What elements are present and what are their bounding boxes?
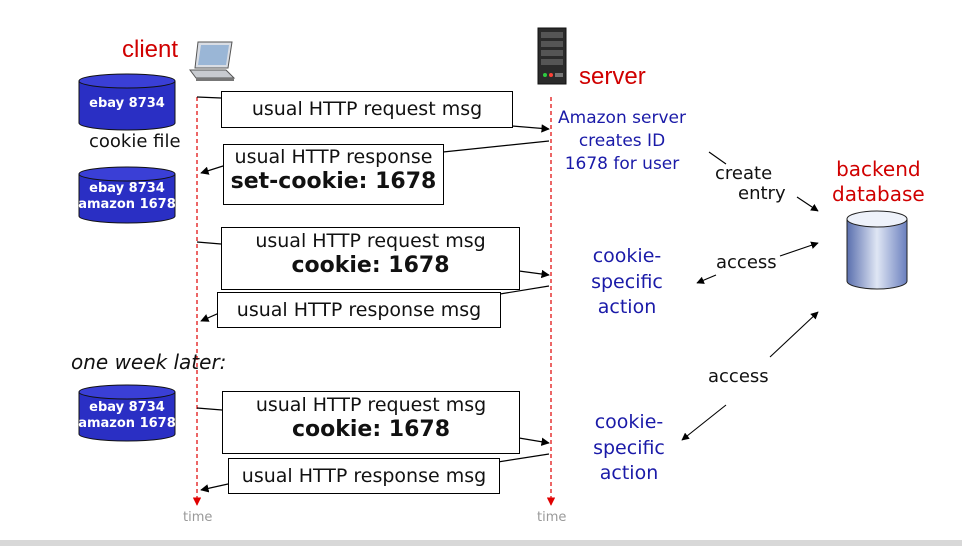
create-id-line-1: Amazon server [558,108,686,128]
cookie-action-1-note: cookie- specific action [577,244,677,321]
access1-arrow-right [779,241,819,257]
entry-label: entry [738,183,786,204]
server-time-label: time [537,510,567,525]
server-label: server [579,63,646,90]
cookie-action-2-line-3: action [599,462,659,485]
create-id-line-3: 1678 for user [564,153,680,174]
computer-icon [189,41,236,81]
cookie-file-label: cookie file [89,131,181,152]
backend-label: backend [836,157,921,181]
cookie-db-2-text: ebay 8734 amazon 1678 [78,181,176,214]
cookie-action-2-line-2: specific [593,436,665,459]
create-id-line-2: creates ID [578,130,666,151]
bottom-border [0,540,962,546]
access-label-2: access [708,366,769,387]
cookie-db-2-line-1: ebay 8734 [89,181,165,196]
access1-arrow-left [696,274,717,284]
request-msg-2-text: usual HTTP request msg [255,230,486,252]
access-label-1: access [716,252,777,273]
response-msg-3: usual HTTP response msg [228,458,500,494]
cookie-db-3-text: ebay 8734 amazon 1678 [78,400,176,433]
cookie-action-1-line-3: action [597,296,657,319]
response-msg-1: usual HTTP response set-cookie: 1678 [223,144,444,205]
cookie-action-1-line-1: cookie- [592,245,662,267]
access2-arrow-up [769,311,819,358]
request-msg-3-text: usual HTTP request msg [255,394,487,416]
response-msg-1-set-cookie: set-cookie: 1678 [230,168,437,194]
access2-arrow-down [681,404,727,441]
client-time-label: time [183,510,213,525]
cookie-db-1-text: ebay 8734 [78,96,176,112]
cookie-db-2-icon [78,166,176,224]
cookie-db-3-line-1: ebay 8734 [89,400,165,415]
create-line [708,151,727,165]
create-id-note: Amazon server creates ID 1678 for user [553,107,691,176]
request-msg-1: usual HTTP request msg [221,91,513,128]
backend-database-label: backend database [832,157,925,207]
response-msg-2: usual HTTP response msg [217,292,501,328]
cookie-db-1-icon [78,73,176,131]
one-week-later-label: one week later: [71,350,227,374]
database-cylinder-icon [846,210,908,290]
server-rack-icon [537,27,567,85]
database-label: database [832,182,925,206]
entry-arrow [796,196,819,212]
request-msg-2-cookie: cookie: 1678 [291,252,450,278]
cookie-db-2-line-2: amazon 1678 [78,197,176,213]
cookie-db-3-icon [78,384,176,442]
cookie-db-3-line-2: amazon 1678 [78,416,176,432]
request-msg-2: usual HTTP request msg cookie: 1678 [221,227,520,290]
cookie-db-1-line-1: ebay 8734 [89,96,165,111]
create-label: create [715,163,773,184]
client-label: client [122,36,179,63]
response-msg-1-text: usual HTTP response [234,146,433,168]
cookie-action-1-line-2: specific [591,270,663,293]
request-msg-3: usual HTTP request msg cookie: 1678 [222,391,520,454]
request-msg-3-cookie: cookie: 1678 [291,416,451,442]
cookie-action-2-note: cookie- specific action [579,410,679,487]
cookie-action-2-line-1: cookie- [594,411,664,433]
